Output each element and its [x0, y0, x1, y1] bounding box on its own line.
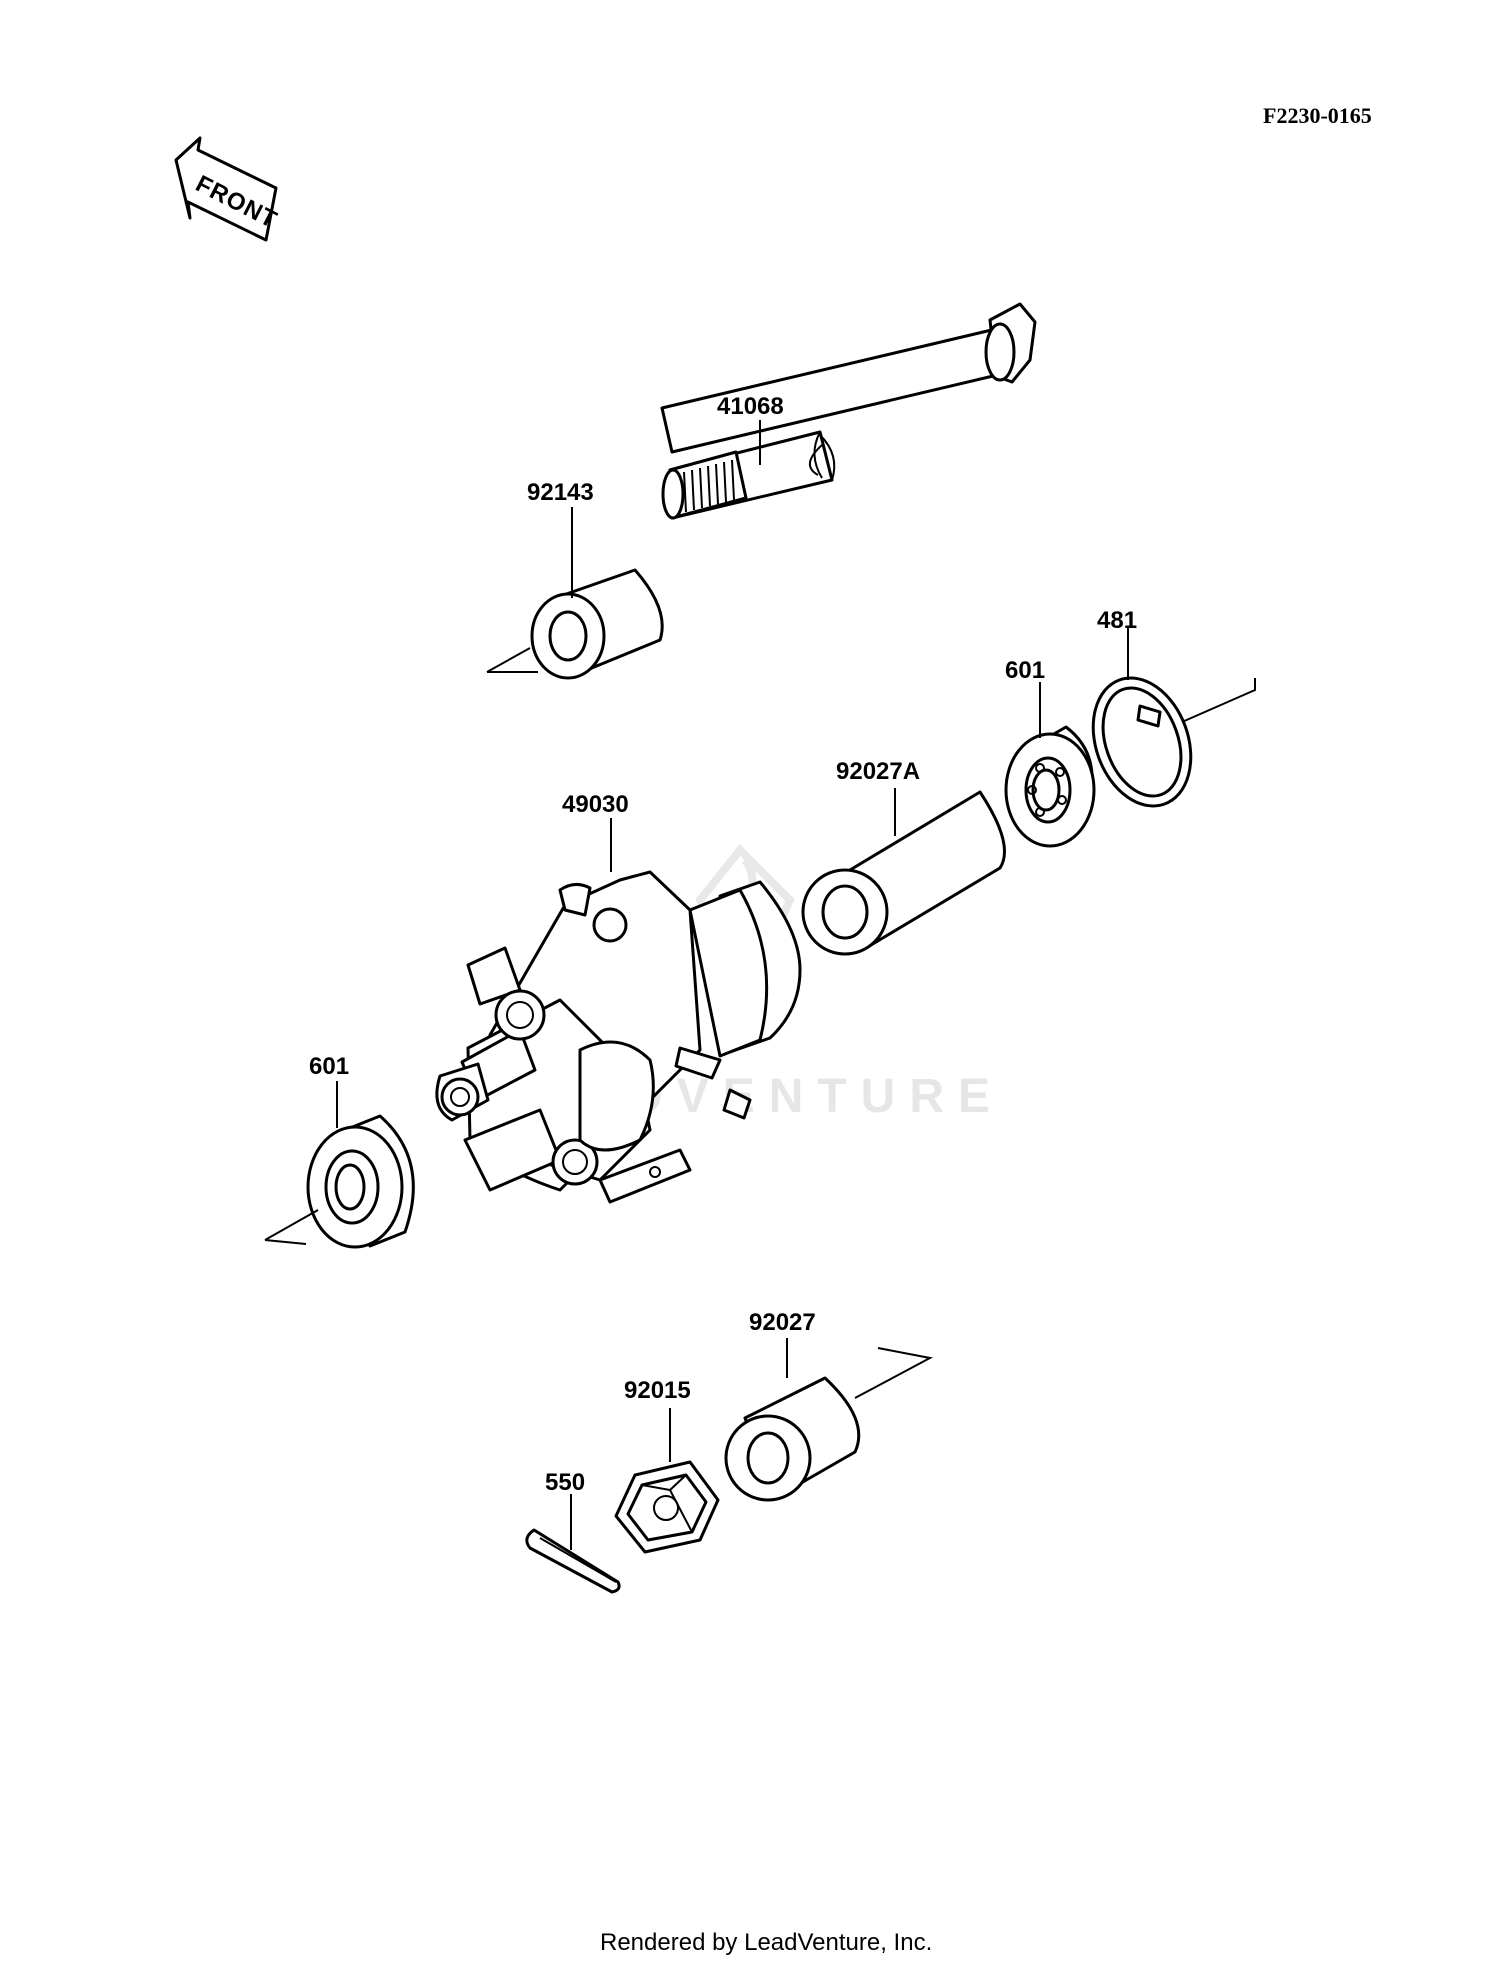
label-550: 550: [545, 1469, 585, 1496]
part-92015-nut: [614, 1460, 720, 1554]
part-92143-collar: [486, 568, 664, 680]
label-92015: 92015: [624, 1377, 691, 1404]
footer-credit: Rendered by LeadVenture, Inc.: [600, 1929, 932, 1956]
label-92143: 92143: [527, 479, 594, 506]
part-49030-hub: [435, 870, 802, 1204]
part-92027A-spacer: [801, 790, 1006, 956]
front-arrow-icon: FRONT: [174, 136, 282, 242]
part-92027-collar: [724, 1347, 933, 1502]
label-601-top: 601: [1005, 657, 1045, 684]
part-41068-axle: [660, 302, 1037, 520]
label-92027A: 92027A: [836, 758, 920, 785]
part-601-bearing-left: [264, 1114, 415, 1249]
drawing-code: F2230-0165: [1263, 103, 1372, 128]
label-481: 481: [1097, 607, 1137, 634]
part-481-circlip: [1091, 676, 1256, 808]
part-550-cotter-pin: [525, 1528, 621, 1594]
label-49030: 49030: [562, 791, 629, 818]
label-41068: 41068: [717, 393, 784, 420]
part-601-bearing-top: [1004, 725, 1096, 848]
label-601-left: 601: [309, 1053, 349, 1080]
label-92027: 92027: [749, 1309, 816, 1336]
